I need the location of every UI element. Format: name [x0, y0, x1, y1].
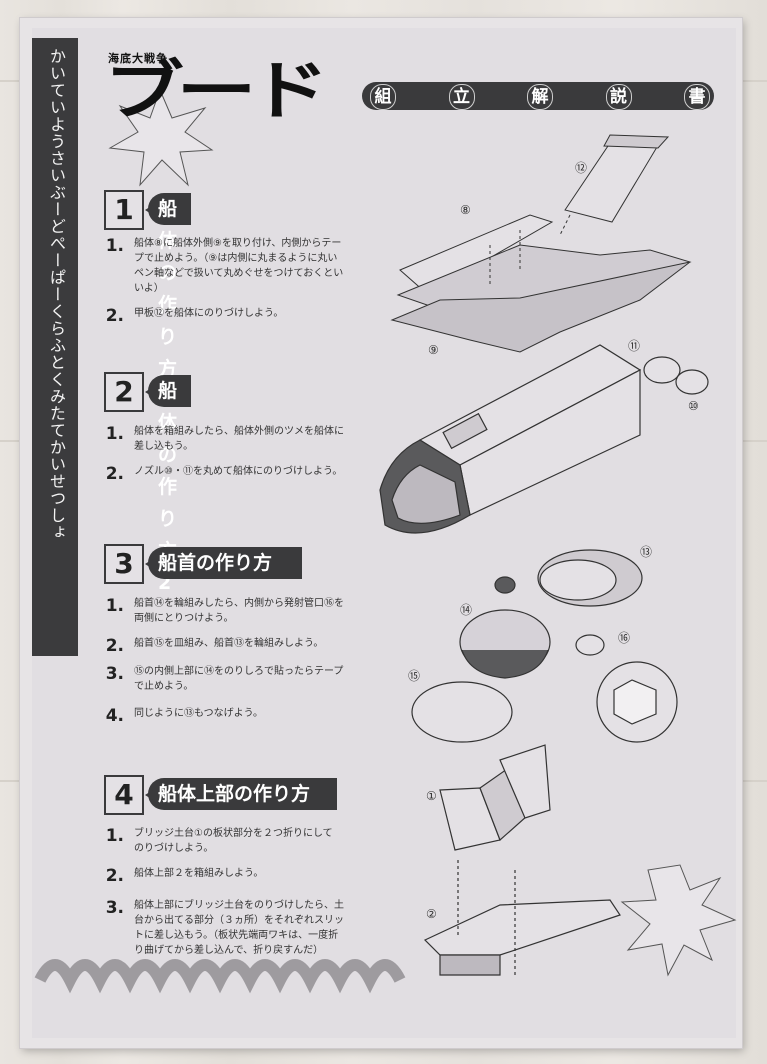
step-number: 2.	[105, 464, 124, 484]
step-text: 船首⑭を輪組みしたら、内側から発射管口⑯を両側にとりつけよう。	[134, 598, 344, 624]
part-label: ①	[426, 789, 437, 803]
step-text: ブリッジ土台①の板状部分を２つ折りにしてのりづけしよう。	[134, 828, 333, 854]
step-number: 1.	[105, 236, 124, 256]
step-text: ⑮の内側上部に⑭をのりしろで貼ったらテープで止めよう。	[134, 666, 344, 692]
step-number: 3.	[105, 664, 124, 684]
step-text: 甲板⑫を船体にのりづけしよう。	[134, 308, 284, 319]
part-label: ⑬	[640, 545, 652, 559]
step-item: 2. 船首⑮を皿組み、船首⑬を輪組みしよう。	[104, 636, 354, 656]
step-item: 1. 船体⑧に船体外側⑨を取り付け、内側からテープで止めよう。（⑨は内側に丸まる…	[104, 236, 344, 296]
brand-subtitle: 海底大戦争	[108, 52, 168, 65]
step-number: 2.	[105, 866, 124, 886]
step-item: 4. 同じように⑬もつなげよう。	[104, 706, 344, 726]
sidebar-band	[32, 38, 78, 656]
upper-hull-assembly-diagram	[423, 744, 621, 976]
banner-char: 解	[527, 84, 553, 110]
step-item: 2. ノズル⑩・⑪を丸めて船体にのりづけしよう。	[104, 464, 344, 484]
banner-char: 立	[448, 84, 475, 110]
part-label: ⑧	[460, 203, 471, 217]
part-label: ⑩	[688, 399, 699, 413]
banner-char: 説	[605, 84, 632, 110]
wave-decoration	[34, 959, 406, 994]
part-label: ⑪	[628, 339, 640, 353]
step-number: 1.	[105, 826, 124, 846]
step-item: 1. ブリッジ土台①の板状部分を２つ折りにしてのりづけしよう。	[104, 826, 334, 856]
step-number: 3.	[105, 898, 124, 918]
section-number: 2	[104, 372, 144, 412]
step-text: 船体上部２を箱組みしよう。	[134, 868, 264, 879]
banner-char: 組	[370, 84, 396, 110]
part-label: ⑨	[428, 343, 439, 357]
step-text: 船体⑧に船体外側⑨を取り付け、内側からテープで止めよう。（⑨は内側に丸まるように…	[134, 238, 344, 294]
part-label: ⑮	[408, 669, 420, 683]
part-label: ⑫	[575, 161, 587, 175]
section-title: 船首の作り方	[145, 547, 302, 579]
step-number: 2.	[105, 306, 124, 326]
section-number: 1	[104, 190, 144, 230]
banner-char: 書	[684, 84, 710, 110]
part-label: ⑭	[460, 603, 472, 617]
step-text: 船首⑮を皿組み、船首⑬を輪組みしよう。	[134, 638, 324, 649]
hull-assembly-diagram-2	[379, 344, 709, 534]
step-item: 2. 船体上部２を箱組みしよう。	[104, 866, 334, 886]
part-label: ②	[426, 907, 437, 921]
step-text: ノズル⑩・⑪を丸めて船体にのりづけしよう。	[134, 466, 343, 477]
section-number: 4	[104, 775, 144, 815]
step-item: 1. 船首⑭を輪組みしたら、内側から発射管口⑯を両側にとりつけよう。	[104, 596, 344, 626]
step-item: 3. ⑮の内側上部に⑭をのりしろで貼ったらテープで止めよう。	[104, 664, 344, 694]
section-title: 船体上部の作り方	[145, 778, 337, 810]
step-text: 船体上部にブリッジ土台をのりづけしたら、土台から出てる部分（３ヵ所）をそれぞれス…	[134, 900, 344, 956]
bow-assembly-diagram	[411, 549, 678, 743]
title-banner-text: 組 立 解 説 書	[370, 84, 710, 110]
step-item: 3. 船体上部にブリッジ土台をのりづけしたら、土台から出てる部分（３ヵ所）をそれ…	[104, 898, 344, 958]
step-number: 1.	[105, 424, 124, 444]
step-number: 2.	[105, 636, 124, 656]
hull-assembly-diagram-1	[390, 134, 692, 353]
sidebar-vertical-title: かいていようさいぶーどぺーぱーくらふとくみたてかいせつしょ	[47, 48, 66, 541]
step-number: 4.	[105, 706, 124, 726]
section-number: 3	[104, 544, 144, 584]
step-text: 船体を箱組みしたら、船体外側のツメを船体に差し込もう。	[134, 426, 344, 452]
part-label: ⑯	[618, 631, 630, 645]
step-item: 2. 甲板⑫を船体にのりづけしよう。	[104, 306, 344, 326]
brand-logo: ブード	[104, 55, 329, 129]
step-text: 同じように⑬もつなげよう。	[134, 708, 263, 719]
step-number: 1.	[105, 596, 124, 616]
step-item: 1. 船体を箱組みしたら、船体外側のツメを船体に差し込もう。	[104, 424, 344, 454]
